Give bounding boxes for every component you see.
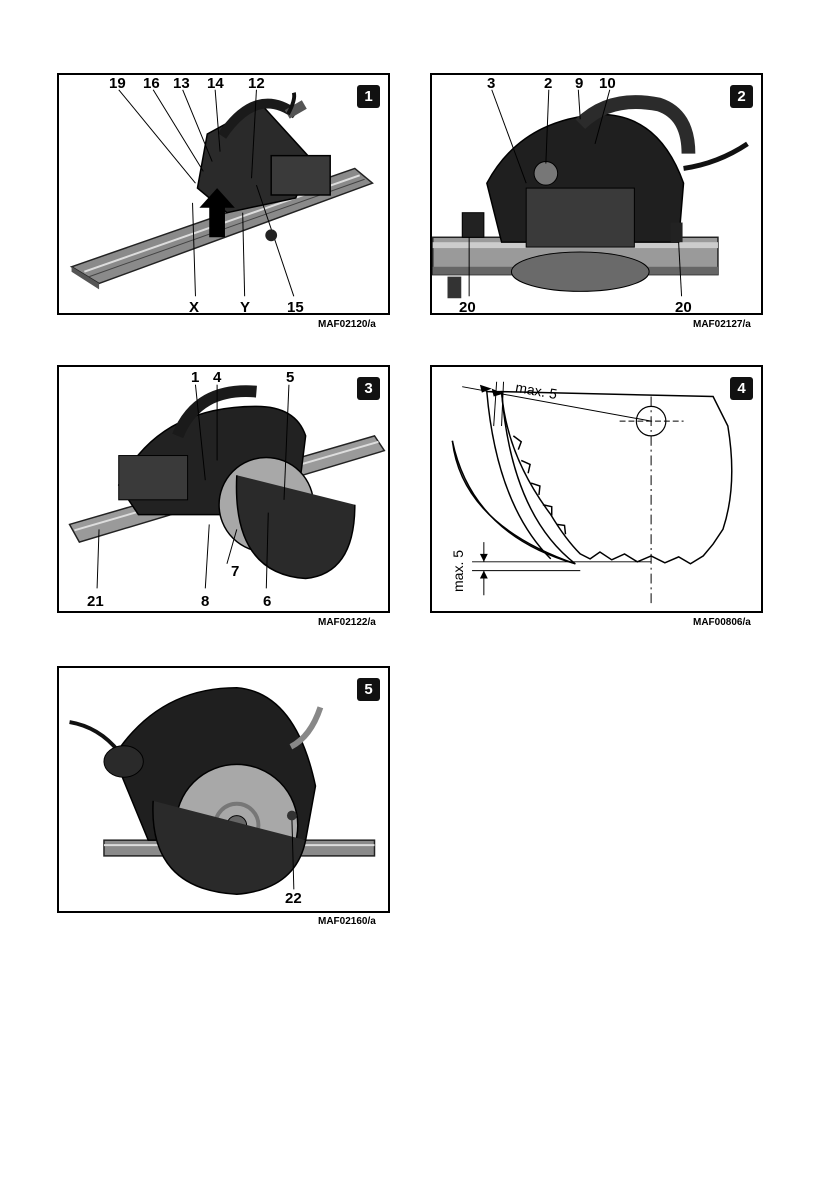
- figure-3: 3 1 4 5 21 8 7 6: [57, 365, 390, 613]
- figure-5-illustration: [59, 668, 388, 911]
- figure-3-number: 3: [357, 377, 380, 400]
- figure-2-callout-9: 9: [575, 75, 583, 92]
- figure-1-callout-x: X: [189, 299, 199, 315]
- figure-2-callout-20-right: 20: [675, 299, 692, 315]
- figure-1-callout-19: 19: [109, 75, 126, 92]
- figure-1-callout-15: 15: [287, 299, 304, 315]
- figure-2-callout-2: 2: [544, 75, 552, 92]
- figure-5-number: 5: [357, 678, 380, 701]
- figure-1: 1 19 16 13 14 12 X Y 15: [57, 73, 390, 315]
- figure-4-code: MAF00806/a: [693, 617, 751, 628]
- figure-4: 4 max. 5 max. 5: [430, 365, 763, 613]
- figure-1-illustration: [59, 75, 388, 313]
- figure-3-callout-8: 8: [201, 593, 209, 610]
- figure-1-callout-16: 16: [143, 75, 160, 92]
- figure-1-code: MAF02120/a: [318, 319, 376, 330]
- figure-3-callout-5: 5: [286, 369, 294, 386]
- figure-5-callout-22: 22: [285, 890, 302, 907]
- figure-1-number: 1: [357, 85, 380, 108]
- figure-2-code: MAF02127/a: [693, 319, 751, 330]
- figure-2-callout-3: 3: [487, 75, 495, 92]
- figure-1-callout-y: Y: [240, 299, 250, 315]
- figure-5: 5 22: [57, 666, 390, 913]
- figure-3-code: MAF02122/a: [318, 617, 376, 628]
- figure-1-callout-13: 13: [173, 75, 190, 92]
- figure-2-callout-10: 10: [599, 75, 616, 92]
- figure-2-callout-20-left: 20: [459, 299, 476, 315]
- figure-5-code: MAF02160/a: [318, 916, 376, 927]
- figure-4-illustration: [432, 367, 761, 611]
- figure-3-callout-4: 4: [213, 369, 221, 386]
- figure-3-illustration: [59, 367, 388, 611]
- figure-3-callout-1: 1: [191, 369, 199, 386]
- figure-2-illustration: [432, 75, 761, 313]
- figure-3-callout-6: 6: [263, 593, 271, 610]
- figure-1-callout-14: 14: [207, 75, 224, 92]
- figure-2-number: 2: [730, 85, 753, 108]
- figure-3-callout-21: 21: [87, 593, 104, 610]
- figure-3-callout-7: 7: [231, 563, 239, 580]
- figure-4-dimension-side: max. 5: [450, 550, 466, 592]
- figure-2: 2 3 2 9 10 20 20: [430, 73, 763, 315]
- figure-4-number: 4: [730, 377, 753, 400]
- figure-1-callout-12: 12: [248, 75, 265, 92]
